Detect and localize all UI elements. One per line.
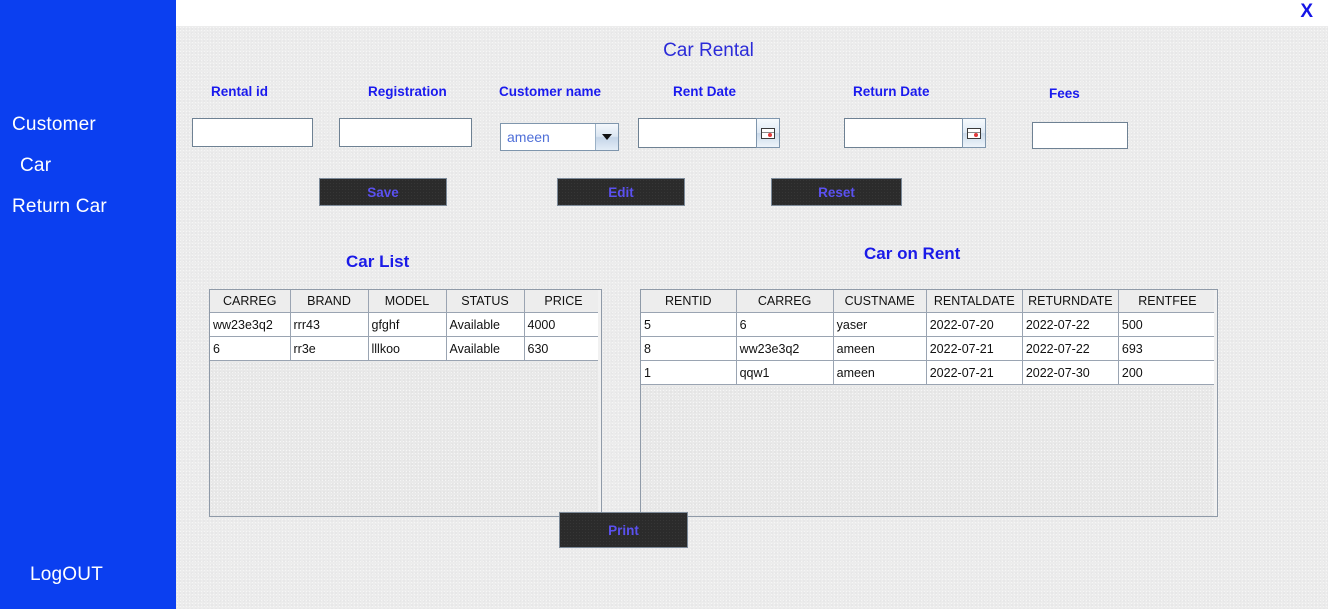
cell-carreg: ww23e3q2	[210, 313, 290, 337]
label-rent-date: Rent Date	[673, 84, 736, 99]
label-registration: Registration	[368, 84, 447, 99]
col-returndate: RETURNDATE	[1022, 290, 1118, 313]
table-row[interactable]: 6 rr3e lllkoo Available 630	[210, 337, 602, 361]
table-row[interactable]: 5 6 yaser 2022-07-20 2022-07-22 500	[641, 313, 1217, 337]
sidebar-item-car[interactable]: Car	[20, 155, 51, 177]
col-carreg: CARREG	[210, 290, 290, 313]
table-row[interactable]: ww23e3q2 rrr43 gfghf Available 4000	[210, 313, 602, 337]
car-list-scrollbar[interactable]	[598, 290, 601, 516]
save-button[interactable]: Save	[319, 178, 447, 206]
label-fees: Fees	[1049, 86, 1080, 101]
registration-input[interactable]	[339, 118, 472, 147]
cell-returndate: 2022-07-22	[1022, 337, 1118, 361]
label-customer-name: Customer name	[499, 84, 601, 99]
cell-rentid: 5	[641, 313, 736, 337]
car-on-rent-title: Car on Rent	[864, 244, 960, 264]
return-date-input[interactable]	[844, 118, 968, 148]
cell-rentaldate: 2022-07-21	[926, 337, 1022, 361]
rent-date-input[interactable]	[638, 118, 762, 148]
cell-carreg: 6	[210, 337, 290, 361]
calendar-icon	[761, 128, 775, 139]
reset-button[interactable]: Reset	[771, 178, 902, 206]
calendar-icon	[967, 128, 981, 139]
print-button[interactable]: Print	[559, 512, 688, 548]
col-price: PRICE	[524, 290, 602, 313]
col-brand: BRAND	[290, 290, 368, 313]
col-rentfee: RENTFEE	[1118, 290, 1216, 313]
table-row[interactable]: 1 qqw1 ameen 2022-07-21 2022-07-30 200	[641, 361, 1217, 385]
cell-brand: rr3e	[290, 337, 368, 361]
cell-custname: yaser	[833, 313, 926, 337]
main-panel: Car Rental Rental id Registration Custom…	[176, 26, 1328, 609]
cell-carreg: ww23e3q2	[736, 337, 833, 361]
edit-button[interactable]: Edit	[557, 178, 685, 206]
label-rental-id: Rental id	[211, 84, 268, 99]
col-model: MODEL	[368, 290, 446, 313]
sidebar-item-logout[interactable]: LogOUT	[30, 564, 103, 586]
return-date-calendar-button[interactable]	[962, 118, 986, 148]
cell-rentfee: 200	[1118, 361, 1216, 385]
cell-carreg: 6	[736, 313, 833, 337]
col-rentaldate: RENTALDATE	[926, 290, 1022, 313]
car-list-grid[interactable]: CARREG BRAND MODEL STATUS PRICE ww23e3q2…	[209, 289, 602, 517]
table-row[interactable]: 8 ww23e3q2 ameen 2022-07-21 2022-07-22 6…	[641, 337, 1217, 361]
page-title: Car Rental	[176, 40, 1241, 62]
cell-rentfee: 500	[1118, 313, 1216, 337]
label-return-date: Return Date	[853, 84, 930, 99]
cell-rentaldate: 2022-07-21	[926, 361, 1022, 385]
cell-price: 4000	[524, 313, 602, 337]
fees-input[interactable]	[1032, 122, 1128, 149]
table-header-row: RENTID CARREG CUSTNAME RENTALDATE RETURN…	[641, 290, 1217, 313]
cell-rentid: 1	[641, 361, 736, 385]
car-on-rent-table: RENTID CARREG CUSTNAME RENTALDATE RETURN…	[641, 290, 1217, 385]
cell-status: Available	[446, 337, 524, 361]
cell-model: lllkoo	[368, 337, 446, 361]
customer-name-combobox[interactable]: ameen	[500, 123, 619, 151]
cell-rentid: 8	[641, 337, 736, 361]
col-status: STATUS	[446, 290, 524, 313]
table-header-row: CARREG BRAND MODEL STATUS PRICE	[210, 290, 602, 313]
car-list-table: CARREG BRAND MODEL STATUS PRICE ww23e3q2…	[210, 290, 602, 361]
cell-price: 630	[524, 337, 602, 361]
customer-name-value: ameen	[501, 124, 595, 150]
sidebar-item-customer[interactable]: Customer	[12, 114, 96, 136]
cell-carreg: qqw1	[736, 361, 833, 385]
cell-custname: ameen	[833, 337, 926, 361]
car-list-title: Car List	[346, 252, 409, 272]
sidebar: Customer Car Return Car LogOUT	[0, 0, 176, 609]
col-custname: CUSTNAME	[833, 290, 926, 313]
rental-id-input[interactable]	[192, 118, 313, 147]
rent-date-calendar-button[interactable]	[756, 118, 780, 148]
col-rentid: RENTID	[641, 290, 736, 313]
cell-brand: rrr43	[290, 313, 368, 337]
window-titlebar: X	[176, 0, 1328, 26]
chevron-down-icon[interactable]	[595, 124, 618, 150]
cell-model: gfghf	[368, 313, 446, 337]
cell-returndate: 2022-07-22	[1022, 313, 1118, 337]
cell-custname: ameen	[833, 361, 926, 385]
sidebar-item-return-car[interactable]: Return Car	[12, 196, 107, 218]
cell-status: Available	[446, 313, 524, 337]
car-on-rent-scrollbar[interactable]	[1214, 290, 1217, 516]
close-icon[interactable]: X	[1300, 1, 1313, 23]
cell-rentfee: 693	[1118, 337, 1216, 361]
car-on-rent-grid[interactable]: RENTID CARREG CUSTNAME RENTALDATE RETURN…	[640, 289, 1218, 517]
col-carreg: CARREG	[736, 290, 833, 313]
cell-rentaldate: 2022-07-20	[926, 313, 1022, 337]
cell-returndate: 2022-07-30	[1022, 361, 1118, 385]
